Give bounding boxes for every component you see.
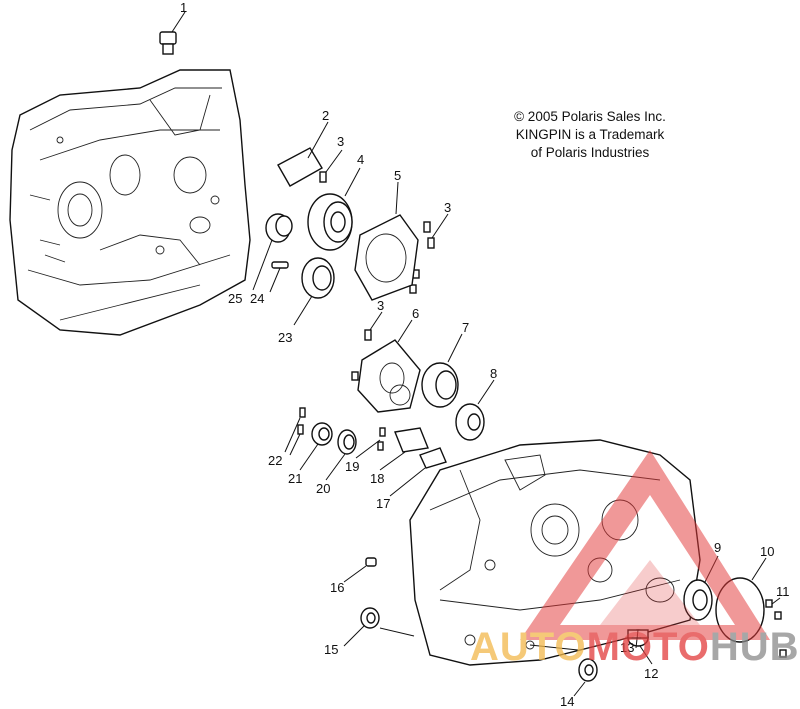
watermark-text-moto: MOTO xyxy=(587,625,710,669)
callout-1: 1 xyxy=(180,0,187,15)
left-crankcase-half xyxy=(9,69,251,336)
part-14-seal xyxy=(578,658,598,682)
watermark-text-hub: HUB xyxy=(710,625,800,669)
part-17-gasket xyxy=(419,447,447,469)
copyright-line-3: of Polaris Industries xyxy=(530,145,650,160)
watermark-inner-peak-icon xyxy=(600,560,700,625)
callout-11: 11 xyxy=(776,584,790,599)
callout-9: 9 xyxy=(714,540,721,555)
callout-10: 10 xyxy=(760,544,774,559)
callout-18: 18 xyxy=(370,471,384,486)
callout-6: 6 xyxy=(412,306,419,321)
part-23-bearing xyxy=(301,257,335,299)
part-19-screws xyxy=(377,427,386,451)
callout-21: 21 xyxy=(288,471,302,486)
part-24-dowel-pin xyxy=(271,261,289,269)
part-8-spacer xyxy=(455,403,485,441)
callout-12: 12 xyxy=(644,666,658,681)
part-20-seal xyxy=(337,429,357,455)
part-6-retainer-plate xyxy=(357,339,421,413)
callout-3: 3 xyxy=(337,134,344,149)
part-22-screws xyxy=(297,407,306,435)
callout-22: 22 xyxy=(268,453,282,468)
copyright-line-1: © 2005 Polaris Sales Inc. xyxy=(514,109,666,124)
callout-20: 20 xyxy=(316,481,330,496)
part-16-pin xyxy=(365,557,377,567)
callout-25: 25 xyxy=(228,291,242,306)
callout-14: 14 xyxy=(560,694,574,709)
callout-3c: 3 xyxy=(377,298,384,313)
svg-text:AUTOMOTOHUB: AUTOMOTOHUB xyxy=(470,625,800,669)
callout-2: 2 xyxy=(322,108,329,123)
callout-13: 13 xyxy=(620,640,634,655)
callout-17: 17 xyxy=(376,496,390,511)
watermark-text-auto: AUTO xyxy=(470,625,587,669)
callout-8: 8 xyxy=(490,366,497,381)
callout-7: 7 xyxy=(462,320,469,335)
callout-labels: 1 2 3 4 5 3 3 6 7 8 25 24 23 22 21 20 19… xyxy=(180,0,790,709)
part-2-gasket xyxy=(277,147,323,187)
part-4-bearing xyxy=(307,193,353,251)
callout-4: 4 xyxy=(357,152,364,167)
part-1-breather-fitting xyxy=(159,31,177,55)
part-7-bearing xyxy=(421,362,459,408)
callout-19: 19 xyxy=(345,459,359,474)
part-25-sleeve xyxy=(265,213,293,243)
callout-5: 5 xyxy=(394,168,401,183)
watermark-logo: AUTOMOTOHUB xyxy=(470,450,800,669)
part-9-bearing xyxy=(683,579,713,621)
leader-lines xyxy=(171,11,781,697)
part-18-bracket xyxy=(394,427,429,453)
callout-3b: 3 xyxy=(444,200,451,215)
watermark-triangle-icon xyxy=(520,450,770,640)
callout-16: 16 xyxy=(330,580,344,595)
callout-24: 24 xyxy=(250,291,264,306)
copyright-notice: © 2005 Polaris Sales Inc. KINGPIN is a T… xyxy=(480,108,700,162)
part-15-seal xyxy=(360,607,380,629)
copyright-line-2: KINGPIN is a Trademark xyxy=(515,127,665,142)
part-5-cover-gasket xyxy=(354,214,419,301)
callout-15: 15 xyxy=(324,642,338,657)
callout-23: 23 xyxy=(278,330,292,345)
part-21-clip xyxy=(311,422,333,446)
